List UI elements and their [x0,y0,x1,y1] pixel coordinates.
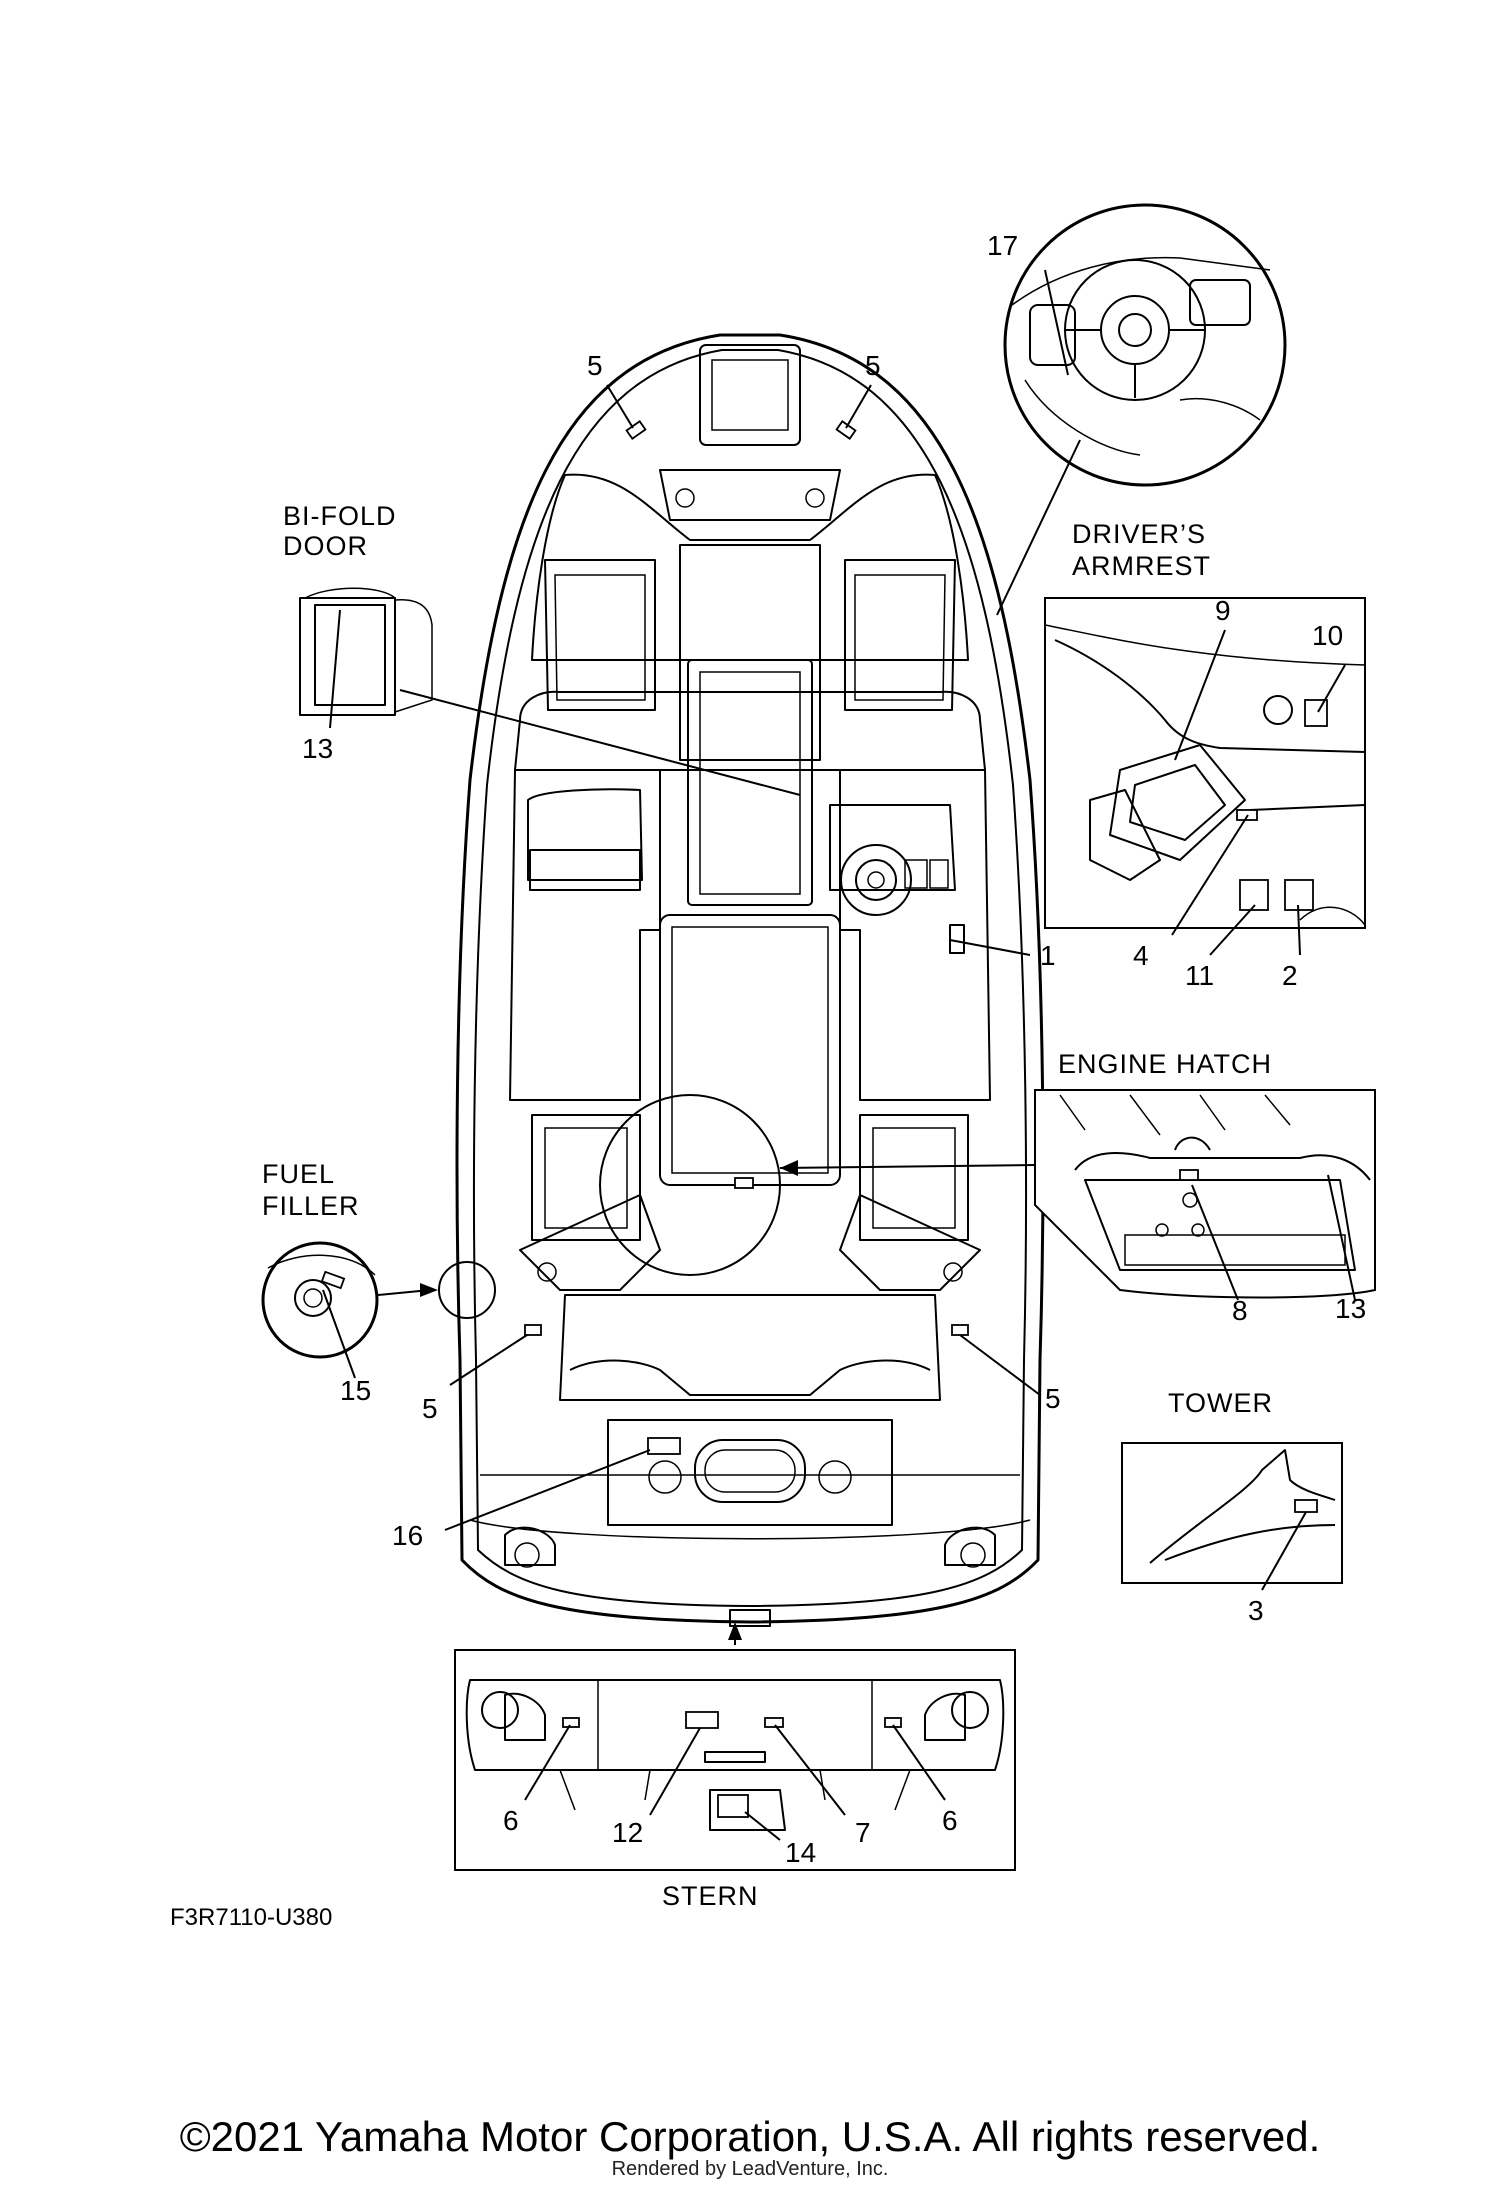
inset-labels: BI-FOLD DOOR DRIVER’S ARMREST ENGINE HAT… [170,501,1273,1931]
inset-fuel-filler [261,1241,438,1379]
callout-16: 16 [392,1520,423,1551]
callout-13-hatch: 13 [1335,1293,1366,1324]
label-stern: STERN [662,1881,759,1911]
inset-helm [996,203,1287,616]
label-tower: TOWER [1168,1388,1273,1418]
rendered-by-credit: Rendered by LeadVenture, Inc. [611,2158,889,2180]
callout-13-bifold: 13 [302,733,333,764]
label-armrest-line2: ARMREST [1072,551,1211,581]
callout-5-bow-port: 5 [587,350,603,381]
boat-hull [438,333,1045,1627]
callout-5-bow-starboard: 5 [865,350,881,381]
callout-9: 9 [1215,595,1231,626]
callout-2: 2 [1282,960,1298,991]
copyright-notice: ©2021 Yamaha Motor Corporation, U.S.A. A… [179,2113,1321,2160]
callout-3: 3 [1248,1595,1264,1626]
callout-14: 14 [785,1837,816,1868]
callout-1: 1 [1040,940,1056,971]
label-bifold-line2: DOOR [283,531,368,561]
callout-17: 17 [987,230,1018,261]
callout-12: 12 [612,1817,643,1848]
label-fuel-line2: FILLER [262,1191,360,1221]
callout-6-left: 6 [503,1805,519,1836]
inset-bifold-door [299,587,801,796]
inset-drivers-armrest [1044,597,1366,956]
label-armrest-line1: DRIVER’S [1072,519,1206,549]
callout-leaders [444,384,1041,1531]
callout-5-stern-starboard: 5 [1045,1383,1061,1414]
callout-11: 11 [1185,960,1214,991]
inset-stern [454,1622,1016,1871]
label-fuel-line1: FUEL [262,1159,335,1189]
inset-tower [1121,1442,1343,1591]
callout-4: 4 [1133,940,1149,971]
callout-numbers: 17 5 5 13 9 10 1 4 11 2 8 13 15 5 5 16 3… [302,230,1366,1868]
callout-7: 7 [855,1817,871,1848]
label-bifold-line1: BI-FOLD [283,501,397,531]
label-engine-hatch: ENGINE HATCH [1058,1049,1272,1079]
part-code: F3R7110-U380 [170,1904,332,1931]
callout-5-stern-port: 5 [422,1393,438,1424]
callout-15: 15 [340,1375,371,1406]
callout-8: 8 [1232,1295,1248,1326]
callout-10: 10 [1312,620,1343,651]
callout-6-right: 6 [942,1805,958,1836]
inset-engine-hatch [779,1089,1376,1301]
